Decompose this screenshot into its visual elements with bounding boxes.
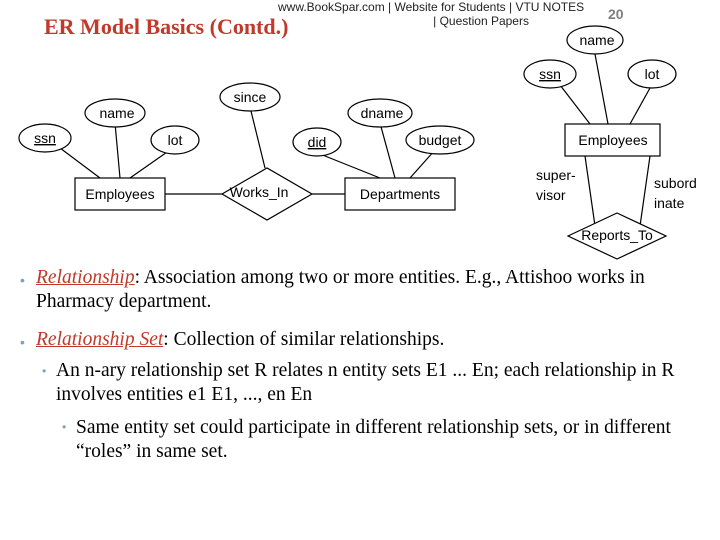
attr-name-label-right: name [579, 32, 614, 48]
attr-budget-label: budget [419, 132, 462, 148]
attr-dname-ellipse [347, 98, 413, 128]
entity-employees-box [74, 177, 166, 211]
watermark-line1: www.BookSpar.com | Website for Students … [278, 0, 585, 14]
relationship-works-in-diamond [220, 167, 314, 221]
attr-budget-ellipse [405, 125, 475, 155]
sub-sub-bullet-dot: • [62, 420, 67, 434]
entity-employees-box-right [564, 123, 661, 157]
bullet-dot-1: • [20, 272, 25, 288]
attr-ssn-ellipse [18, 123, 72, 153]
bullet-dot-2: • [20, 334, 25, 350]
role-subordinate-line1: subord [654, 175, 697, 191]
slide-number: 20 [608, 6, 624, 22]
watermark-line2: | Question Papers [433, 14, 529, 28]
attr-name-ellipse-right [566, 25, 624, 55]
sub-sub-bullet-roles: Same entity set could participate in dif… [76, 417, 671, 462]
bullet-relationship-set-text: : Collection of similar relationships. [163, 329, 445, 350]
bullet-relationship: Relationship: Association among two or m… [36, 266, 706, 314]
entity-departments-box [344, 177, 456, 211]
relationship-reports-to-label: Reports_To [581, 227, 653, 243]
bullet-relationship-set: Relationship Set: Collection of similar … [36, 328, 706, 352]
attr-name-ellipse [84, 98, 146, 128]
attr-did-ellipse [292, 127, 342, 157]
role-supervisor-label: super- visor [536, 167, 576, 203]
attr-lot-label-right: lot [645, 66, 660, 82]
slide-title: ER Model Basics (Contd.) [44, 14, 289, 39]
role-subordinate-label: subord inate [654, 175, 697, 211]
attr-since-label: since [234, 89, 267, 105]
role-subordinate-line2: inate [654, 195, 685, 211]
term-relationship-set: Relationship Set [36, 329, 164, 350]
entity-employees-label: Employees [85, 186, 154, 202]
attr-name-label: name [99, 105, 134, 121]
er-diagrams: Employees Departments Works_In ssn name … [18, 25, 697, 260]
attr-did-label: did [308, 134, 327, 150]
watermark: www.BookSpar.com | Website for Students … [278, 0, 584, 28]
attr-lot-label: lot [168, 132, 183, 148]
relationship-works-in-label: Works_In [230, 184, 289, 200]
attr-lot-ellipse-right [627, 59, 677, 89]
relationship-reports-to-diamond [566, 212, 668, 260]
attr-ssn-label-right: ssn [539, 66, 561, 82]
right-diagram-lines [559, 53, 651, 227]
attr-since-ellipse [219, 82, 281, 112]
role-supervisor-line2: visor [536, 187, 566, 203]
role-supervisor-line1: super- [536, 167, 576, 183]
term-relationship: Relationship [36, 267, 135, 288]
attr-ssn-label: ssn [34, 130, 56, 146]
left-diagram-lines [59, 106, 436, 195]
entity-employees-label-right: Employees [578, 132, 647, 148]
sub-bullet-nary: An n-ary relationship set R relates n en… [56, 360, 675, 405]
attr-ssn-ellipse-right [523, 59, 577, 89]
bullet-relationship-text: : Association among two or more entities… [36, 267, 645, 312]
sub-bullet-dot: • [42, 364, 47, 378]
attr-lot-ellipse [150, 125, 200, 155]
attr-dname-label: dname [361, 105, 404, 121]
entity-departments-label: Departments [360, 186, 440, 202]
